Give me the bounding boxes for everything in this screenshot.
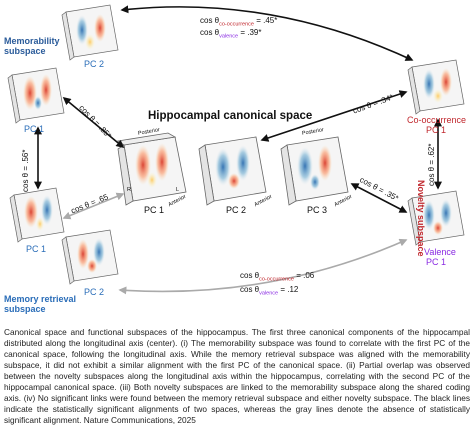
- top-cooc-stat: cos θco-occurrence = .45*: [200, 16, 278, 28]
- memorability-pc2-label: PC 2: [84, 59, 105, 69]
- memory-retrieval-title-line2: subspace: [4, 304, 46, 314]
- memorability-pc1-label: PC 1: [24, 124, 45, 134]
- bottom-cooc-stat: cos θco-occurrence = .06: [240, 271, 315, 283]
- diagram-canvas: [7, 4, 465, 295]
- pc1-axis-r: R: [127, 187, 131, 193]
- memorability-retrieval-stat: cos θ = .56*: [21, 149, 30, 192]
- memorability-title-line2: subspace: [4, 46, 46, 56]
- arrow-valence-pc3: [350, 183, 408, 213]
- valence-label-line1: Valence: [424, 247, 456, 257]
- figure-caption: Canonical space and functional subspaces…: [4, 327, 470, 425]
- arrow-cooccurrence-pc2: [260, 90, 408, 142]
- memorability-pc2-box: [61, 4, 119, 61]
- figure-panel: Memorability subspace PC 2 PC 1 PC 1 PC …: [4, 4, 467, 314]
- memory-retrieval-title-line1: Memory retrieval: [4, 294, 77, 304]
- valence-label-line2: PC 1: [426, 257, 447, 267]
- cooccurrence-pc1-box: [407, 59, 465, 115]
- canonical-pc1-label: PC 1: [144, 205, 165, 215]
- memory-retrieval-pc2-box: [61, 229, 119, 285]
- memorability-pc1-box: [7, 67, 65, 124]
- memorability-title-line1: Memorability: [4, 36, 60, 46]
- canonical-pc3-box: [280, 136, 349, 206]
- arrow-retrieval-valence: [118, 238, 408, 295]
- canonical-pc2-label: PC 2: [226, 205, 247, 215]
- canonical-pc2-box: [198, 136, 267, 206]
- cooccurrence-label-line2: PC 1: [426, 125, 447, 135]
- cooccurrence-label-line1: Co-occurrence: [407, 115, 467, 125]
- canonical-pc3-label: PC 3: [307, 205, 328, 215]
- memory-retrieval-pc1-box: [9, 187, 65, 243]
- canonical-space-title: Hippocampal canonical space: [148, 110, 313, 122]
- arrow-retrieval-pc1: [62, 192, 125, 220]
- top-valence-stat: cos θvalence = .39*: [200, 28, 262, 40]
- canonical-pc1-box: [116, 132, 187, 206]
- cooccurrence-valence-stat: cos θ = .62*: [427, 143, 436, 186]
- pc1-axis-l: L: [176, 187, 180, 193]
- arrow-memorability-pc1: [62, 96, 125, 149]
- bottom-valence-stat: cos θvalence = .12: [240, 285, 299, 297]
- valence-pc1-box: [407, 190, 465, 246]
- memory-retrieval-pc1-label: PC 1: [26, 244, 47, 254]
- arrow-memorability-cooccurrence: [120, 5, 414, 61]
- novelty-subspace-title: Novelty subspace: [416, 180, 426, 257]
- memory-retrieval-pc2-label: PC 2: [84, 287, 105, 297]
